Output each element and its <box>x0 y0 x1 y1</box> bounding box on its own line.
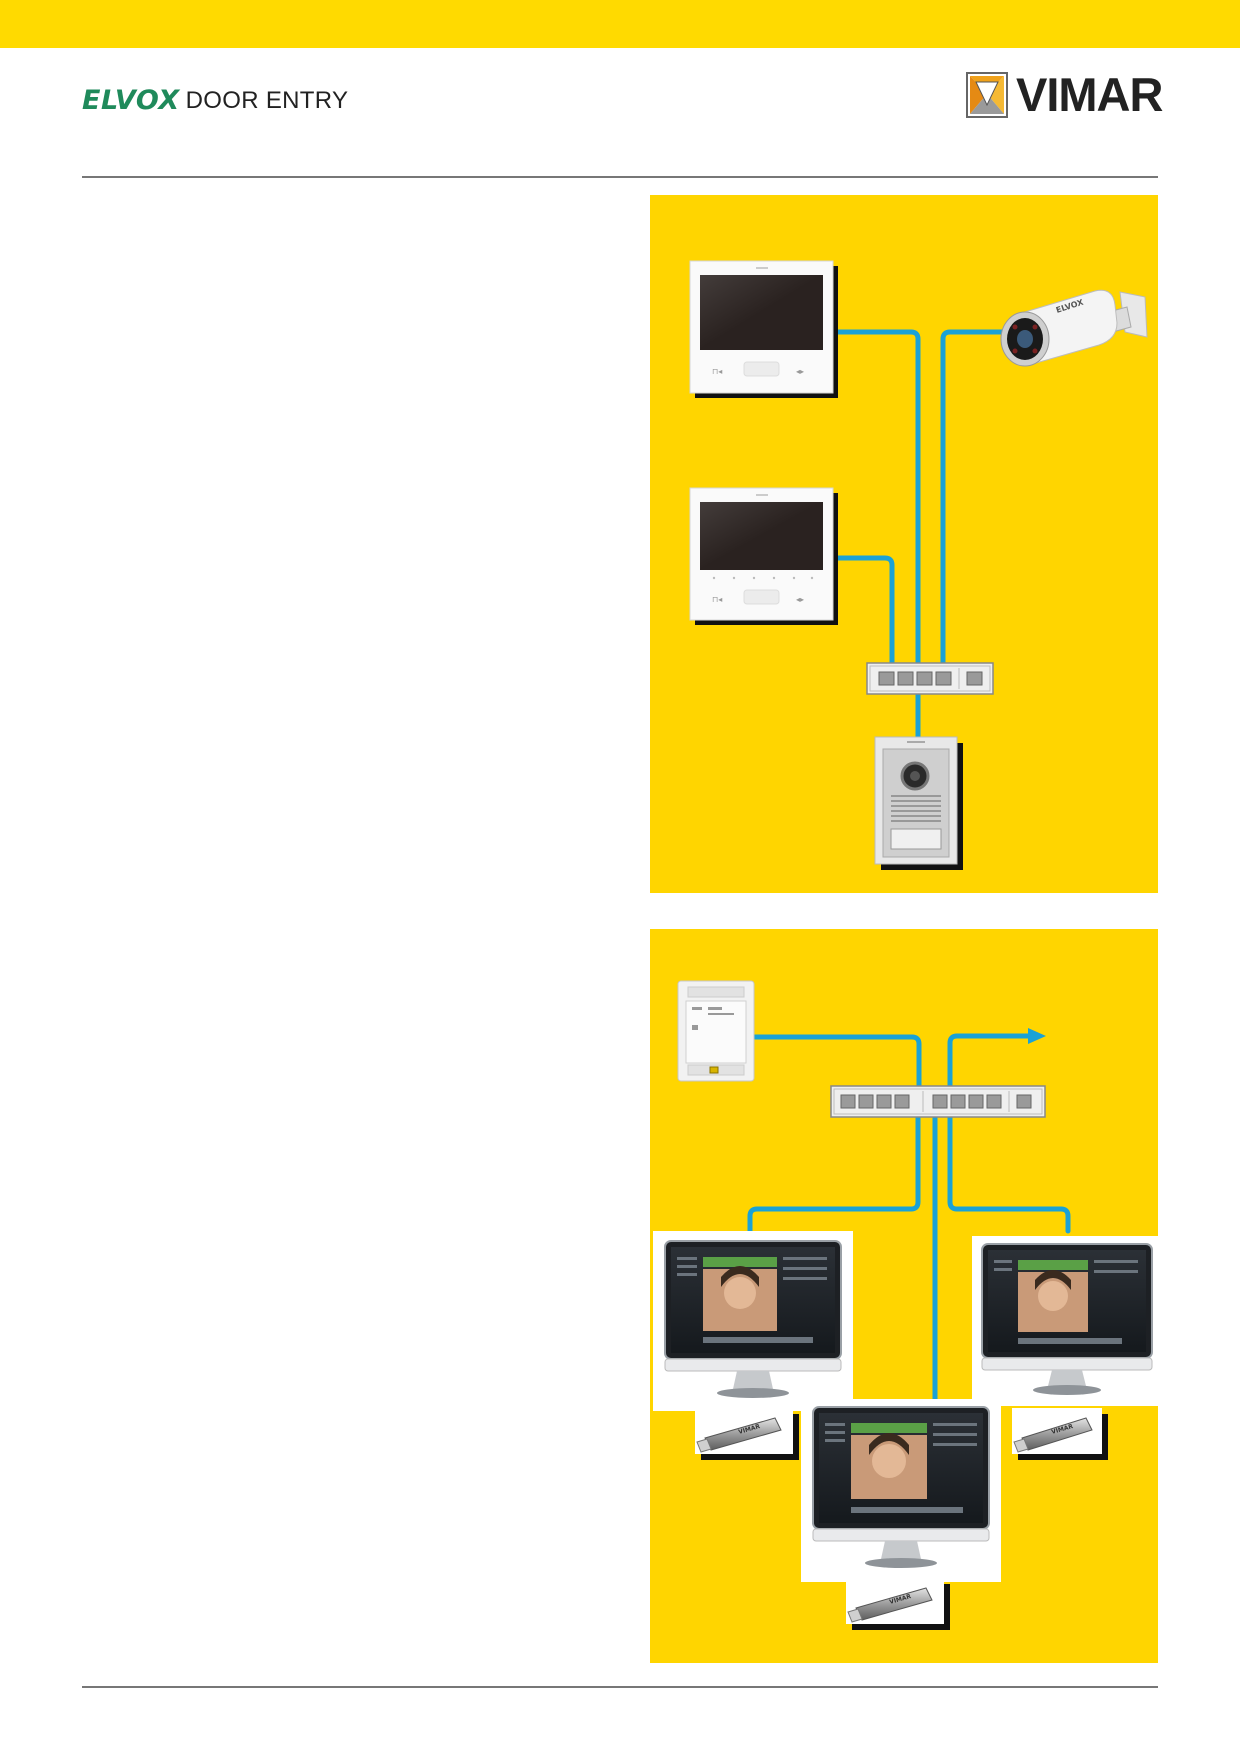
switch-icon <box>830 1085 1046 1118</box>
usb-key-icon: VIMAR <box>695 1408 799 1460</box>
svg-text:⊓◂: ⊓◂ <box>712 595 722 604</box>
cable-monitor-2 <box>830 555 895 668</box>
vimar-emblem-icon <box>966 72 1008 118</box>
cable-pc-left <box>747 1114 921 1234</box>
vimar-brand: VIMAR <box>1016 68 1163 121</box>
monitor-icon: ⊓◂ ◂▸ <box>689 487 838 625</box>
diagram-panel-monitors: ⊓◂ ◂▸ ⊓◂ ◂▸ ELVOX <box>650 195 1158 893</box>
computer-icon <box>653 1231 853 1411</box>
cable-pc-right <box>947 1114 1071 1234</box>
door-entry-label: DOOR ENTRY <box>185 87 349 114</box>
computer-icon <box>972 1236 1158 1406</box>
svg-text:⊓◂: ⊓◂ <box>712 367 722 376</box>
usb-key-icon: VIMAR <box>1012 1408 1108 1460</box>
cable-din-module <box>752 1034 922 1089</box>
svg-text:◂▸: ◂▸ <box>796 367 804 376</box>
computer-icon <box>801 1399 1001 1582</box>
switch-icon <box>866 662 994 695</box>
cables-group <box>747 1033 1071 1402</box>
cable-camera <box>940 329 1014 668</box>
vimar-logo: VIMAR <box>966 68 1163 121</box>
monitor-icon: ⊓◂ ◂▸ <box>689 260 838 398</box>
diagram-panel-workstations: VIMAR VIMAR VIMAR <box>650 929 1158 1663</box>
cable-monitor-1 <box>830 329 921 668</box>
din-rail-module-icon <box>677 980 755 1082</box>
footer-rule <box>82 1686 1158 1688</box>
arrow-right-icon <box>1028 1028 1046 1044</box>
ip-camera-icon: ELVOX <box>1000 289 1148 367</box>
top-color-band <box>0 0 1240 48</box>
cable-uplink <box>947 1033 1033 1089</box>
svg-text:◂▸: ◂▸ <box>796 595 804 604</box>
outdoor-station-icon <box>874 736 963 870</box>
header-rule <box>82 176 1158 178</box>
usb-key-icon: VIMAR <box>846 1578 950 1630</box>
cables-group <box>830 329 1014 746</box>
elvox-door-entry-logo: ELVOX DOOR ENTRY <box>82 86 348 116</box>
elvox-brand: ELVOX <box>82 85 180 116</box>
